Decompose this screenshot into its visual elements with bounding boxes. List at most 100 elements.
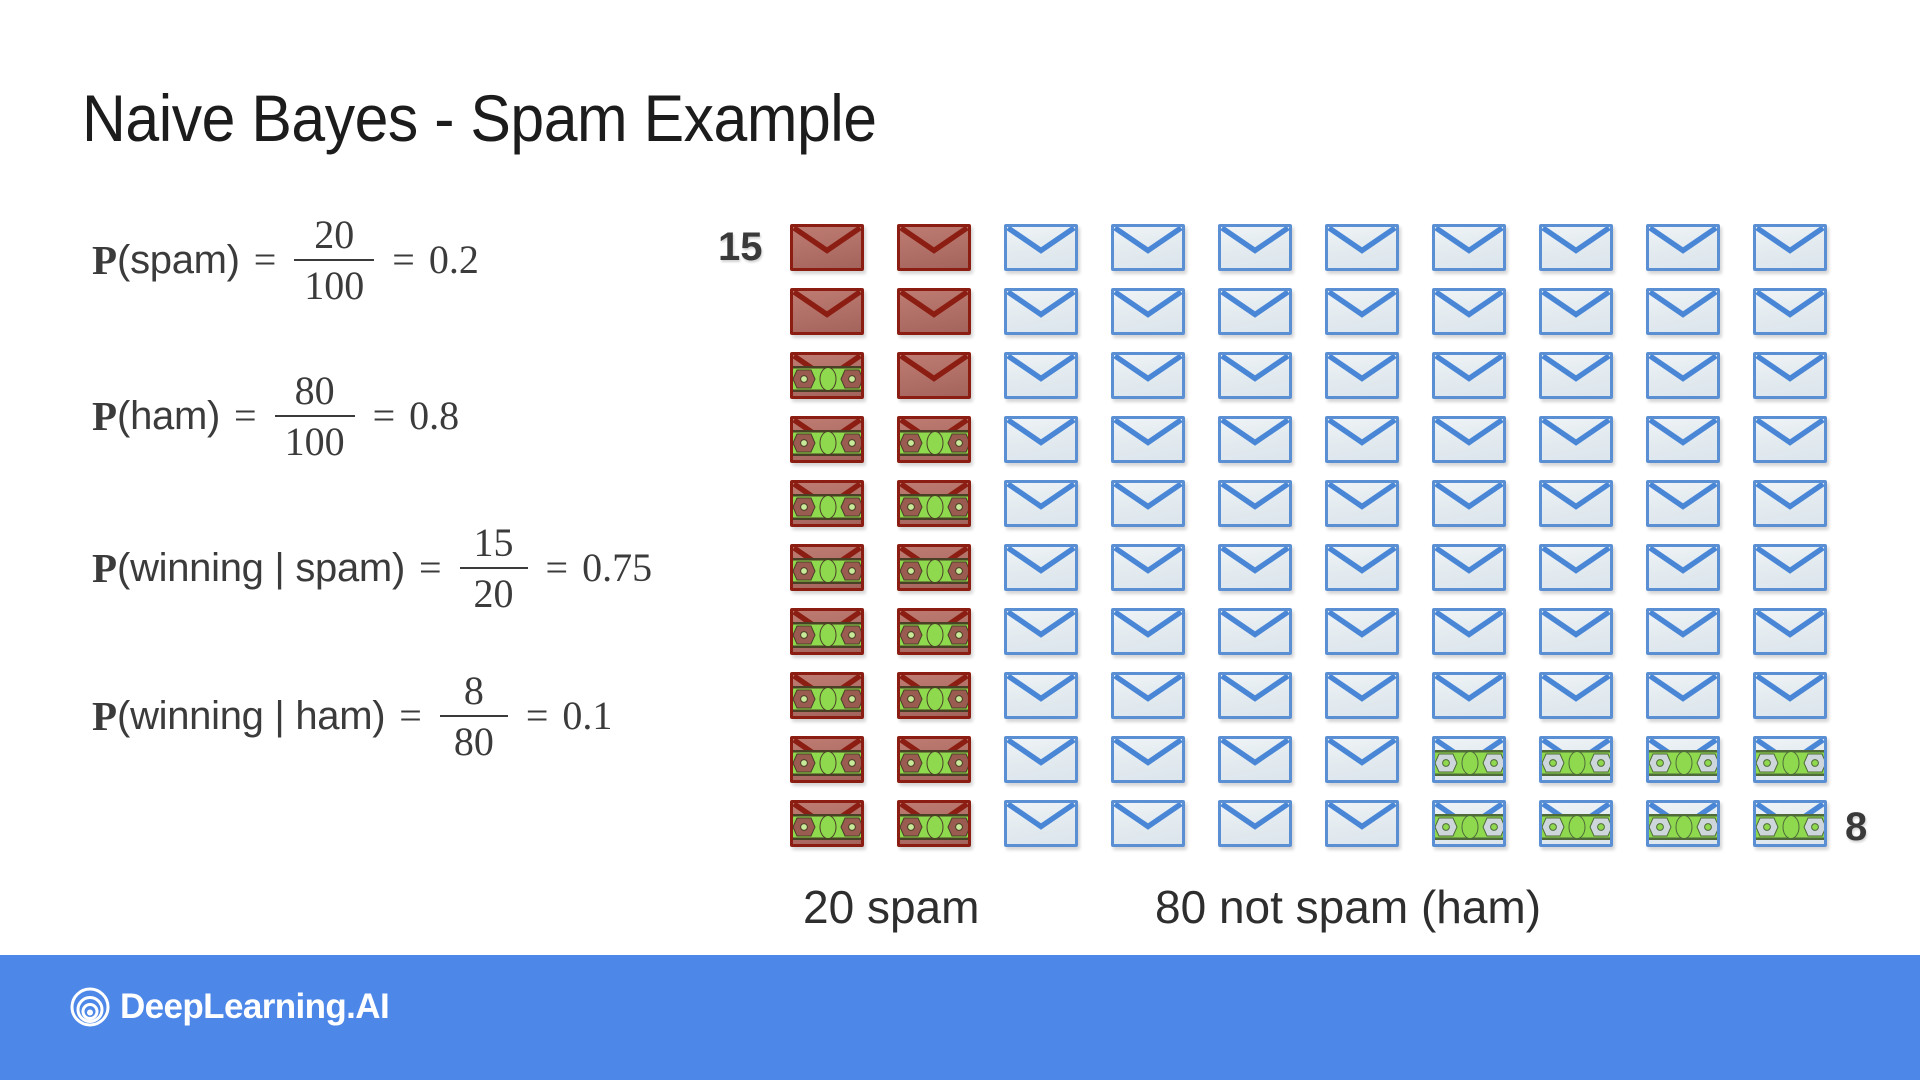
envelope-spam[interactable] [897, 352, 971, 399]
envelope-spam-winning[interactable] [790, 736, 864, 783]
envelope-ham-winning[interactable] [1432, 800, 1506, 847]
envelope-ham[interactable] [1218, 736, 1292, 783]
envelope-spam-winning[interactable] [897, 672, 971, 719]
envelope-ham[interactable] [1218, 224, 1292, 271]
envelope-spam-winning[interactable] [897, 480, 971, 527]
envelope-spam-winning[interactable] [897, 736, 971, 783]
envelope-ham[interactable] [1753, 352, 1827, 399]
envelope-spam-winning[interactable] [790, 480, 864, 527]
envelope-ham[interactable] [1325, 224, 1399, 271]
envelope-ham[interactable] [1111, 800, 1185, 847]
envelope-ham[interactable] [1004, 800, 1078, 847]
envelope-ham[interactable] [1111, 672, 1185, 719]
envelope-ham[interactable] [1004, 224, 1078, 271]
envelope-ham[interactable] [1004, 544, 1078, 591]
envelope-ham[interactable] [1539, 224, 1613, 271]
envelope-ham[interactable] [1432, 416, 1506, 463]
envelope-ham[interactable] [1111, 544, 1185, 591]
envelope-ham[interactable] [1111, 480, 1185, 527]
envelope-ham[interactable] [1753, 544, 1827, 591]
envelope-ham[interactable] [1325, 288, 1399, 335]
envelope-ham[interactable] [1325, 736, 1399, 783]
envelope-spam[interactable] [790, 288, 864, 335]
envelope-ham[interactable] [1646, 672, 1720, 719]
envelope-spam-winning[interactable] [790, 352, 864, 399]
envelope-ham[interactable] [1325, 608, 1399, 655]
envelope-ham[interactable] [1539, 672, 1613, 719]
envelope-ham[interactable] [1218, 416, 1292, 463]
envelope-ham[interactable] [1432, 608, 1506, 655]
envelope-ham[interactable] [1646, 416, 1720, 463]
envelope-ham[interactable] [1218, 544, 1292, 591]
envelope-ham[interactable] [1432, 224, 1506, 271]
envelope-ham-winning[interactable] [1539, 736, 1613, 783]
envelope-ham[interactable] [1111, 224, 1185, 271]
envelope-spam[interactable] [897, 224, 971, 271]
envelope-ham[interactable] [1218, 288, 1292, 335]
envelope-ham-winning[interactable] [1646, 736, 1720, 783]
envelope-ham[interactable] [1325, 480, 1399, 527]
envelope-ham[interactable] [1218, 352, 1292, 399]
envelope-ham[interactable] [1539, 544, 1613, 591]
envelope-ham[interactable] [1646, 224, 1720, 271]
envelope-ham[interactable] [1753, 224, 1827, 271]
envelope-spam-winning[interactable] [897, 544, 971, 591]
envelope-ham[interactable] [1539, 608, 1613, 655]
envelope-ham-winning[interactable] [1753, 800, 1827, 847]
envelope-ham-winning[interactable] [1539, 800, 1613, 847]
envelope-ham[interactable] [1432, 288, 1506, 335]
envelope-ham[interactable] [1325, 544, 1399, 591]
envelope-ham[interactable] [1004, 608, 1078, 655]
envelope-ham-winning[interactable] [1432, 736, 1506, 783]
envelope-ham[interactable] [1539, 352, 1613, 399]
envelope-ham[interactable] [1004, 736, 1078, 783]
envelope-ham[interactable] [1004, 416, 1078, 463]
envelope-ham[interactable] [1325, 352, 1399, 399]
envelope-ham[interactable] [1218, 480, 1292, 527]
envelope-ham[interactable] [1111, 288, 1185, 335]
envelope-ham[interactable] [1539, 288, 1613, 335]
envelope-ham[interactable] [1753, 672, 1827, 719]
envelope-ham[interactable] [1325, 800, 1399, 847]
envelope-ham[interactable] [1218, 608, 1292, 655]
envelope-ham[interactable] [1646, 480, 1720, 527]
envelope-spam-winning[interactable] [790, 544, 864, 591]
envelope-ham[interactable] [1646, 608, 1720, 655]
envelope-ham[interactable] [1646, 352, 1720, 399]
envelope-ham[interactable] [1325, 672, 1399, 719]
envelope-ham[interactable] [1753, 416, 1827, 463]
envelope-ham[interactable] [1004, 352, 1078, 399]
envelope-ham[interactable] [1432, 544, 1506, 591]
envelope-spam-winning[interactable] [790, 800, 864, 847]
envelope-spam-winning[interactable] [790, 416, 864, 463]
envelope-ham[interactable] [1218, 800, 1292, 847]
envelope-ham[interactable] [1004, 288, 1078, 335]
envelope-spam-winning[interactable] [790, 672, 864, 719]
envelope-ham[interactable] [1432, 672, 1506, 719]
envelope-ham[interactable] [1432, 352, 1506, 399]
envelope-ham[interactable] [1646, 288, 1720, 335]
envelope-spam-winning[interactable] [897, 800, 971, 847]
envelope-ham[interactable] [1111, 352, 1185, 399]
envelope-ham[interactable] [1111, 416, 1185, 463]
envelope-ham[interactable] [1646, 544, 1720, 591]
envelope-ham[interactable] [1111, 608, 1185, 655]
envelope-spam[interactable] [790, 224, 864, 271]
envelope-spam[interactable] [897, 288, 971, 335]
envelope-ham[interactable] [1004, 672, 1078, 719]
envelope-ham[interactable] [1539, 416, 1613, 463]
envelope-ham[interactable] [1539, 480, 1613, 527]
envelope-ham-winning[interactable] [1646, 800, 1720, 847]
envelope-spam-winning[interactable] [897, 608, 971, 655]
envelope-ham[interactable] [1753, 288, 1827, 335]
envelope-ham[interactable] [1325, 416, 1399, 463]
envelope-ham-winning[interactable] [1753, 736, 1827, 783]
envelope-spam-winning[interactable] [790, 608, 864, 655]
envelope-ham[interactable] [1432, 480, 1506, 527]
envelope-ham[interactable] [1004, 480, 1078, 527]
envelope-ham[interactable] [1753, 608, 1827, 655]
envelope-spam-winning[interactable] [897, 416, 971, 463]
envelope-ham[interactable] [1753, 480, 1827, 527]
envelope-ham[interactable] [1218, 672, 1292, 719]
envelope-ham[interactable] [1111, 736, 1185, 783]
